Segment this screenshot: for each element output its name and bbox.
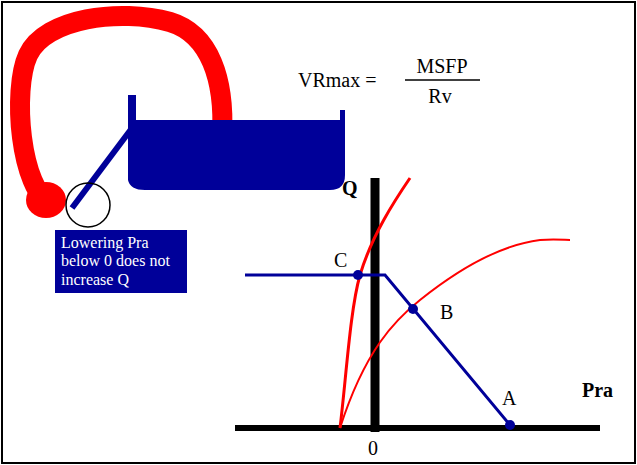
artery-bulb: [26, 182, 66, 218]
note-text: Lowering Pra below 0 does not increase Q: [61, 234, 181, 289]
axis-label: Pra: [582, 380, 613, 400]
point-label: C: [334, 250, 347, 270]
note-box: Lowering Pra below 0 does not increase Q: [55, 230, 187, 293]
point-b: [408, 304, 418, 314]
cardiac-function-curve-steep: [340, 178, 410, 428]
formula-numerator: MSFP: [416, 56, 467, 76]
venous-return-curve: [245, 275, 510, 425]
axis-label: Q: [342, 178, 358, 198]
reservoir-lip: [128, 95, 136, 125]
cardiac-function-curve: [340, 240, 570, 428]
point-a: [505, 420, 515, 430]
axis-tick-label: 0: [368, 438, 378, 458]
point-label: B: [440, 302, 453, 322]
q-axis: [371, 178, 380, 432]
point-label: A: [502, 388, 516, 408]
formula-left: VRmax =: [298, 70, 377, 90]
pra-axis: [235, 425, 600, 431]
vein-tube: [72, 128, 132, 208]
fraction-bar: [405, 79, 480, 81]
formula-denominator: Rv: [428, 86, 451, 106]
point-c: [353, 270, 363, 280]
venous-reservoir: [128, 110, 345, 190]
highlight-circle: [66, 183, 110, 227]
